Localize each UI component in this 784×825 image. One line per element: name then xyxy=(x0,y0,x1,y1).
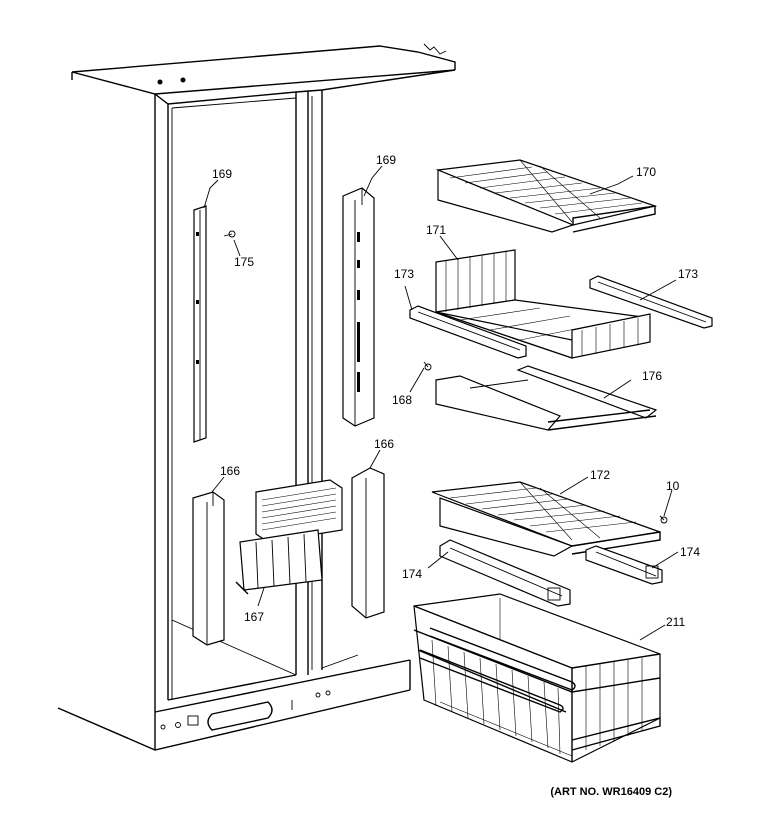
label-166-left: 166 xyxy=(220,464,240,478)
air-duct-167 xyxy=(235,529,323,595)
leader-lines xyxy=(203,165,679,641)
label-173-left: 173 xyxy=(394,267,414,281)
label-169-left: 169 xyxy=(212,167,232,181)
label-170: 170 xyxy=(636,165,656,179)
callout-labels: 169 175 169 170 171 173 173 168 176 166 … xyxy=(212,153,700,629)
label-211: 211 xyxy=(666,615,685,629)
wire-shelf-172 xyxy=(431,481,661,557)
screw-175 xyxy=(223,230,236,238)
label-175: 175 xyxy=(234,255,254,269)
label-166-right: 166 xyxy=(374,437,394,451)
screw-168 xyxy=(423,361,432,371)
label-169-right: 169 xyxy=(376,153,396,167)
wire-shelf-170 xyxy=(435,159,658,233)
art-number: (ART NO. WR16409 C2) xyxy=(550,786,672,798)
label-171: 171 xyxy=(426,223,446,237)
evaporator-cover xyxy=(255,479,343,543)
label-174-right: 174 xyxy=(680,545,700,559)
shelf-rail-left xyxy=(193,205,207,443)
label-172: 172 xyxy=(590,468,610,482)
slide-rail-174-left xyxy=(439,539,571,607)
screw-10 xyxy=(659,515,668,524)
label-173-right: 173 xyxy=(678,267,698,281)
slide-rail-173-left xyxy=(409,305,527,359)
wire-basket-171 xyxy=(435,249,651,359)
wire-basket-211 xyxy=(413,593,661,763)
label-176: 176 xyxy=(642,369,662,383)
label-168: 168 xyxy=(392,393,412,407)
shelf-rail-right xyxy=(342,187,375,427)
label-167: 167 xyxy=(244,610,264,624)
slide-rail-173-right xyxy=(589,275,713,329)
divider-panel-166-right xyxy=(351,467,385,619)
divider-panel-166-left xyxy=(192,491,225,646)
slide-rail-174-right xyxy=(585,545,663,585)
shelf-frame-176 xyxy=(435,365,658,431)
label-10: 10 xyxy=(666,479,680,493)
label-174-left: 174 xyxy=(402,567,422,581)
